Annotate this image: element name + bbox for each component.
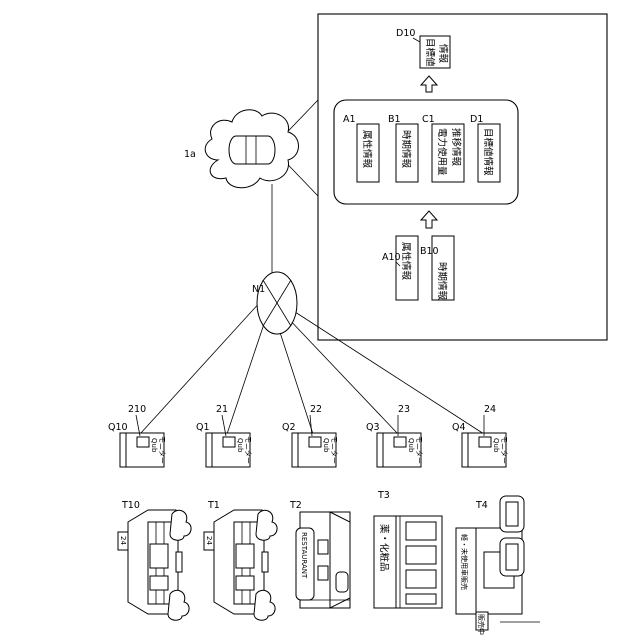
monitor-tag: Qub bbox=[492, 438, 500, 453]
flow-arrow-up-2 bbox=[421, 211, 437, 228]
car-icon bbox=[500, 496, 524, 532]
monitor-device-label: 22 bbox=[310, 404, 322, 415]
network-label: N1 bbox=[252, 284, 265, 295]
facility-sign: RESTAURANT bbox=[300, 532, 308, 579]
monitor-name: モニター bbox=[415, 436, 424, 464]
monitor-name: モニター bbox=[244, 436, 253, 464]
monitor-unit-label: Q2 bbox=[282, 422, 296, 433]
record-text-b1: 時期情報 bbox=[400, 130, 412, 169]
monitor-name: モニター bbox=[158, 436, 167, 464]
monitor-device-label: 21 bbox=[216, 404, 228, 415]
record-ref-c1: C1 bbox=[422, 114, 435, 125]
monitor-unit-label: Q4 bbox=[452, 422, 466, 433]
record-text-a1: 属性情報 bbox=[361, 130, 373, 169]
facility-sign: 24 bbox=[205, 536, 213, 545]
record-ref-a1: A1 bbox=[343, 114, 356, 125]
car-icon bbox=[500, 538, 524, 576]
record-text-c1b: 推移情報 bbox=[450, 128, 462, 167]
monitor-unit: Q3 23 Qub モニター bbox=[366, 404, 424, 467]
facility-sign: 24 bbox=[119, 536, 127, 545]
cloud-server: 1a bbox=[184, 110, 299, 188]
monitor-row: Q10 210 Qub モニター Q1 21 Qub モニター Q2 22 Qu… bbox=[108, 404, 509, 467]
monitor-unit-label: Q3 bbox=[366, 422, 380, 433]
monitor-device-label: 24 bbox=[484, 404, 496, 415]
facility-house: T10 24 bbox=[118, 500, 191, 620]
monitor-unit: Q4 24 Qub モニター bbox=[452, 404, 509, 467]
monitor-tag: Qub bbox=[407, 438, 415, 453]
monitor-unit: Q2 22 Qub モニター bbox=[282, 404, 339, 467]
record-ref-d1: D1 bbox=[470, 114, 483, 125]
input-text-b10: 時期情報 bbox=[436, 262, 448, 301]
monitor-tag: Qub bbox=[236, 438, 244, 453]
record-text-d1: 目標値情報 bbox=[482, 128, 494, 176]
target-text-2: 情報 bbox=[437, 44, 449, 64]
input-ref-b10: B10 bbox=[420, 246, 439, 257]
monitor-unit-label: Q10 bbox=[108, 422, 128, 433]
input-text-a10: 属性情報 bbox=[400, 242, 412, 281]
network-node: N1 bbox=[252, 272, 297, 334]
facility-ref: T2 bbox=[289, 500, 302, 511]
facility-pharmacy: T3 薬・化粧品 bbox=[374, 490, 442, 608]
input-ref-a10: A10 bbox=[382, 252, 401, 263]
monitor-unit: Q10 210 Qub モニター bbox=[108, 404, 167, 467]
monitor-device-label: 23 bbox=[398, 404, 410, 415]
facility-sub-sign: 販売中 bbox=[477, 614, 486, 635]
detail-panel: D10 目標値 情報 A1 属性情報 B1 時期情報 C1 電力使用量 推移情報… bbox=[318, 14, 607, 340]
monitor-unit: Q1 21 Qub モニター bbox=[196, 404, 253, 467]
facility-car-dealer: T4 軽・未使用車販売 販売中 bbox=[456, 496, 540, 635]
flow-arrow-up bbox=[421, 76, 437, 92]
facility-restaurant: T2 RESTAURANT bbox=[289, 500, 350, 608]
facility-ref: T3 bbox=[377, 490, 390, 501]
record-group: A1 属性情報 B1 時期情報 C1 電力使用量 推移情報 D1 目標値情報 bbox=[334, 100, 518, 204]
target-value-box: D10 目標値 情報 bbox=[396, 28, 450, 68]
target-text-1: 目標値 bbox=[424, 38, 436, 67]
monitor-tag: Qub bbox=[322, 438, 330, 453]
facility-sign: 薬・化粧品 bbox=[378, 524, 390, 572]
facility-sign: 軽・未使用車販売 bbox=[460, 534, 469, 590]
target-ref: D10 bbox=[396, 28, 415, 39]
facility-ref: T4 bbox=[475, 500, 488, 511]
input-group: A10 属性情報 B10 時期情報 bbox=[382, 236, 454, 301]
facility-ref: T10 bbox=[121, 500, 140, 511]
facility-row: T10 24 T1 24 bbox=[118, 490, 540, 635]
server-label: 1a bbox=[184, 149, 196, 160]
monitor-tag: Qub bbox=[150, 438, 158, 453]
monitor-device-label: 210 bbox=[128, 404, 146, 415]
record-text-c1a: 電力使用量 bbox=[436, 128, 448, 176]
record-ref-b1: B1 bbox=[388, 114, 401, 125]
facility-house: T1 24 bbox=[204, 500, 277, 620]
monitor-name: モニター bbox=[500, 436, 509, 464]
monitor-name: モニター bbox=[330, 436, 339, 464]
monitor-unit-label: Q1 bbox=[196, 422, 210, 433]
facility-ref: T1 bbox=[207, 500, 220, 511]
database-icon bbox=[229, 136, 275, 164]
